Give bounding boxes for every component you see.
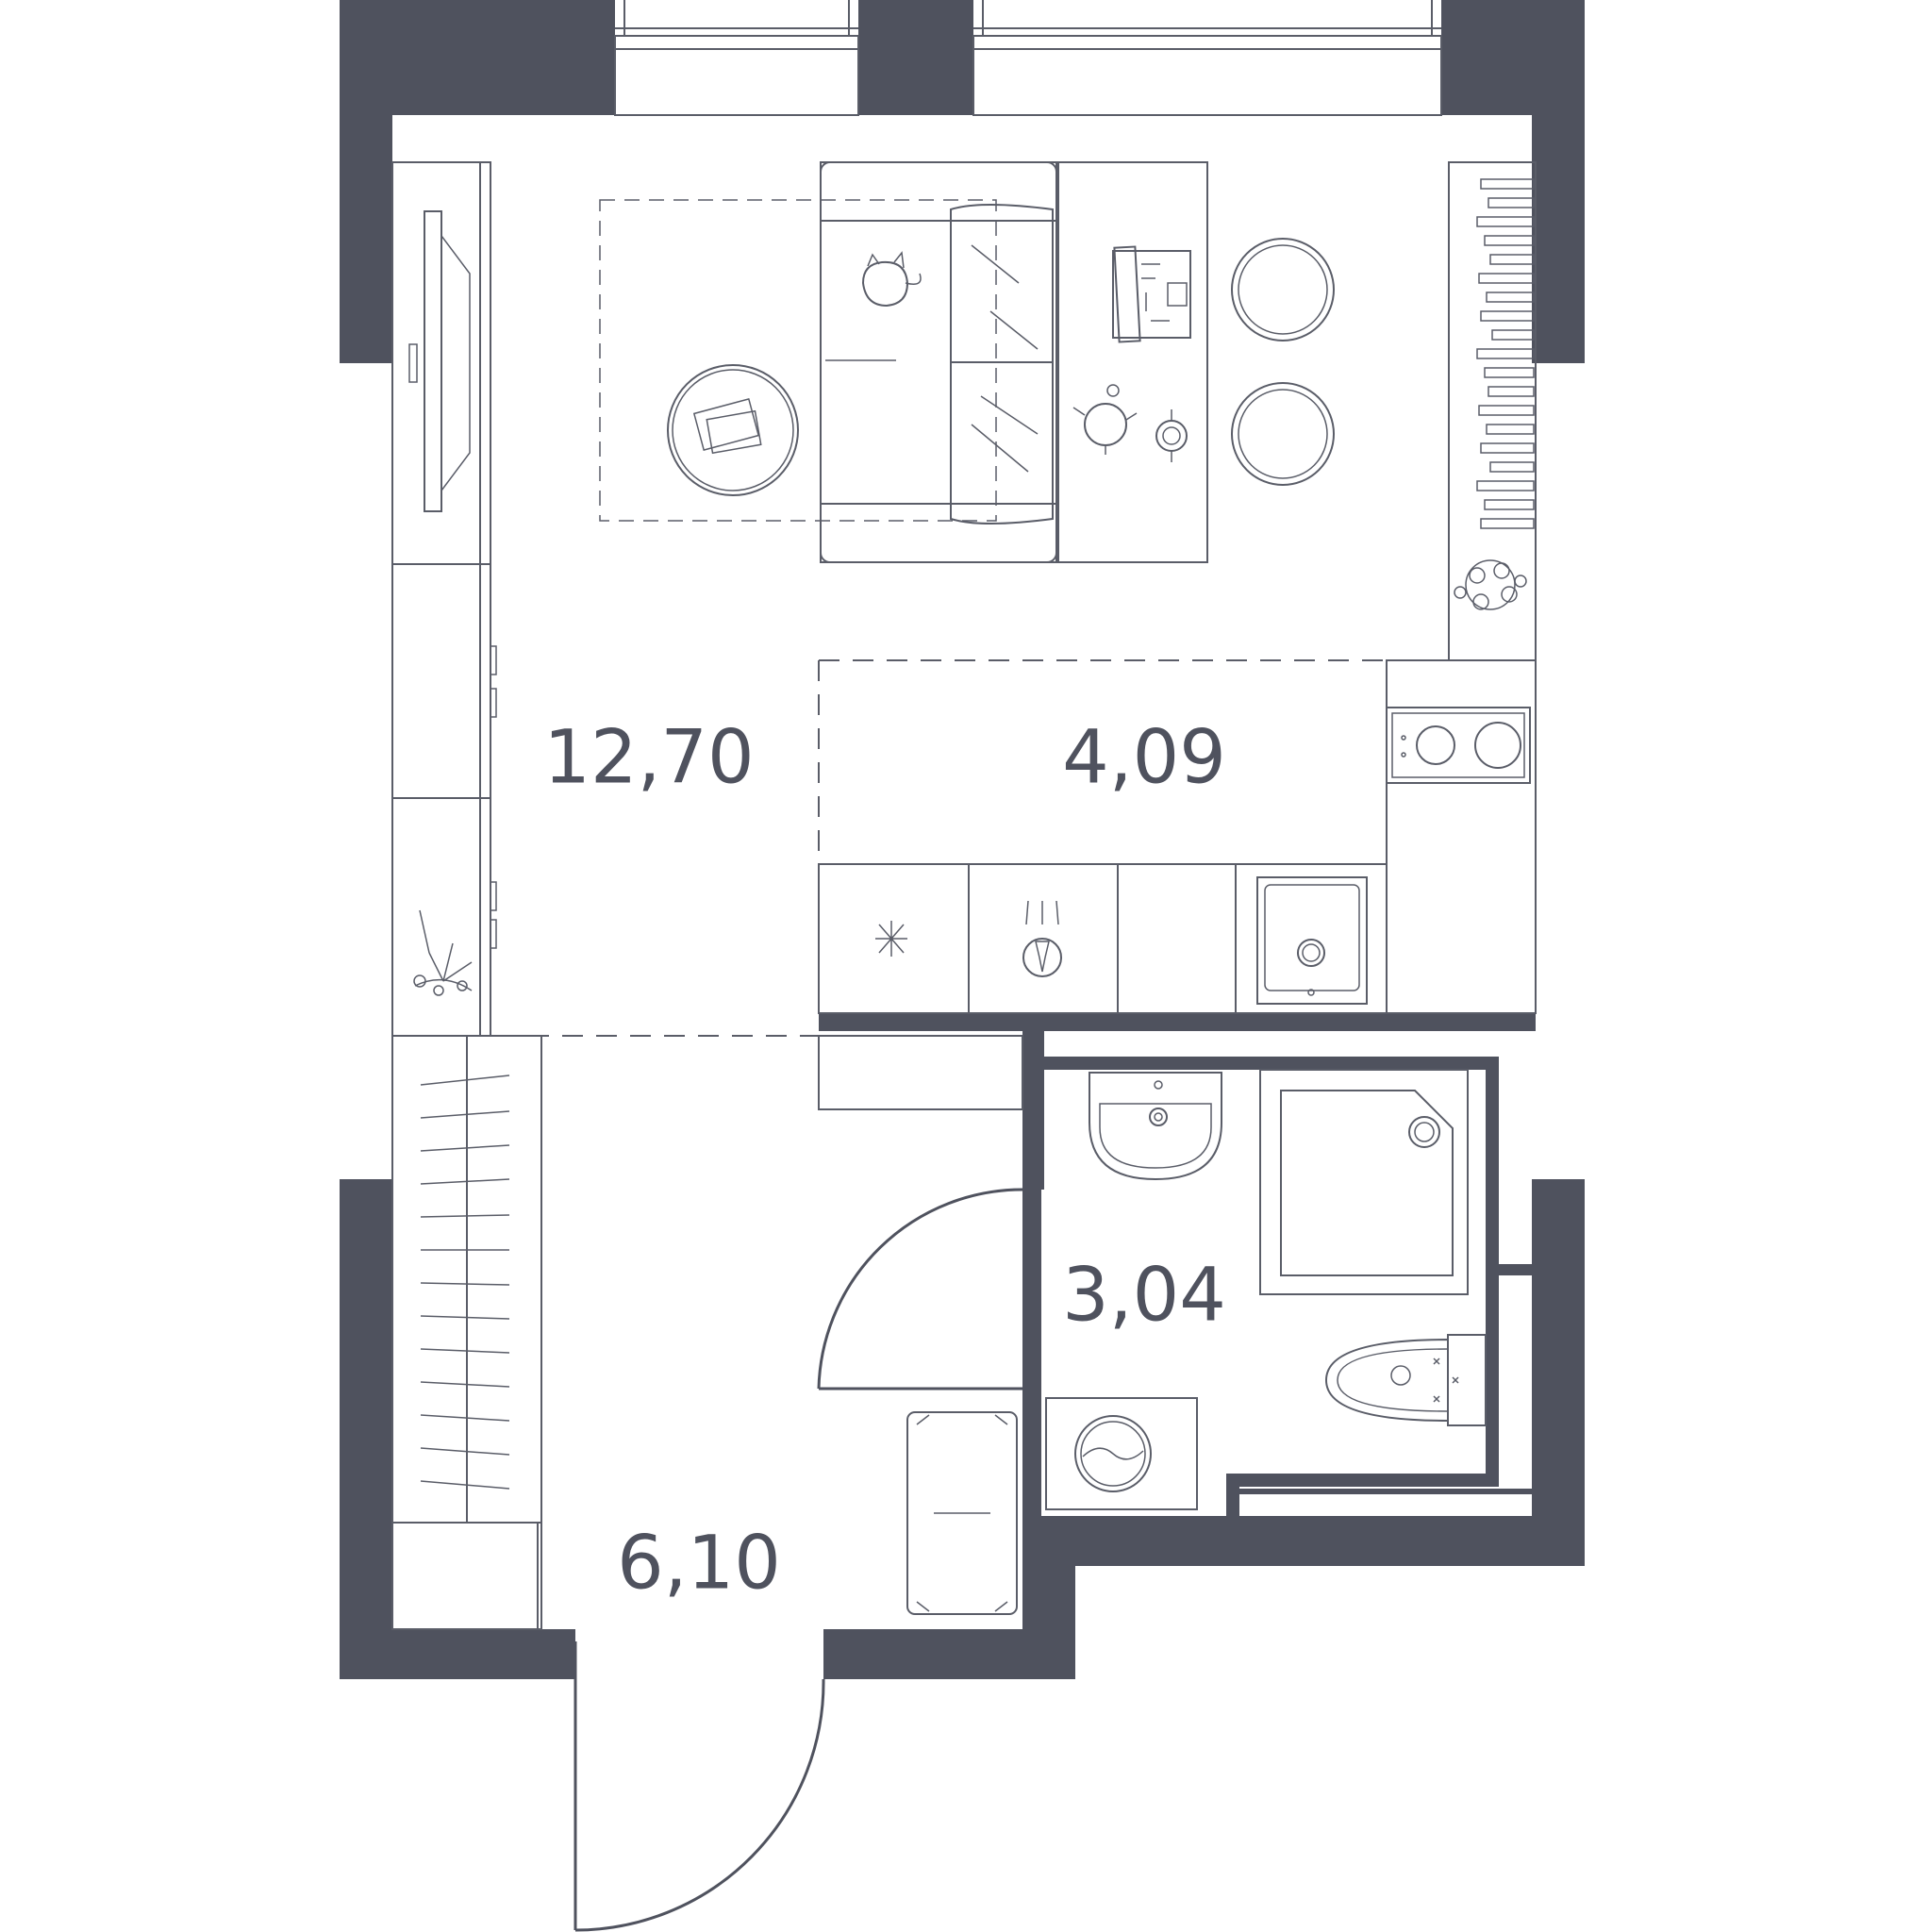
toilet-icon bbox=[1324, 1334, 1487, 1426]
windows bbox=[614, 0, 1442, 116]
bench-icon bbox=[906, 1411, 1018, 1615]
kitchen-counter-right bbox=[1386, 659, 1537, 1014]
rug bbox=[599, 199, 997, 522]
bathroom-door-icon bbox=[817, 1188, 1023, 1391]
walls bbox=[340, 0, 1585, 1679]
area-label-hallway: 6,10 bbox=[617, 1521, 781, 1606]
washing-machine-icon bbox=[1045, 1397, 1198, 1510]
area-label-living-room: 12,70 bbox=[543, 715, 754, 800]
plant-icon bbox=[1454, 559, 1527, 610]
area-label-kitchen: 4,09 bbox=[1062, 715, 1226, 800]
stool-icon bbox=[1231, 238, 1335, 341]
hallway-cabinet bbox=[818, 1035, 1023, 1110]
kitchen-counter-bottom bbox=[818, 863, 1388, 1014]
coffee-table-icon bbox=[667, 364, 799, 496]
shower-icon bbox=[1259, 1069, 1469, 1295]
tv-icon bbox=[391, 161, 491, 565]
desk bbox=[1057, 161, 1208, 563]
hob-icon bbox=[1386, 707, 1531, 784]
washbasin-icon bbox=[1089, 1072, 1222, 1181]
sofa-icon bbox=[820, 161, 1057, 563]
teapot-icon bbox=[1072, 384, 1138, 455]
dishwasher-icon bbox=[1022, 900, 1062, 977]
cup-icon bbox=[1155, 409, 1188, 462]
stool-icon bbox=[1231, 382, 1335, 486]
plant-icon bbox=[413, 909, 473, 996]
entrance-door-icon bbox=[573, 1641, 825, 1932]
wardrobe-icon bbox=[391, 1035, 542, 1524]
fridge-icon bbox=[875, 921, 907, 957]
hallway-shelf bbox=[391, 1522, 542, 1630]
sink-icon bbox=[1256, 876, 1368, 1005]
wardrobe-icon bbox=[391, 563, 497, 1037]
area-label-bathroom: 3,04 bbox=[1062, 1253, 1226, 1338]
cat-icon bbox=[861, 251, 922, 308]
laptop-icon bbox=[1112, 245, 1191, 343]
bookshelf-icon bbox=[1448, 161, 1537, 661]
